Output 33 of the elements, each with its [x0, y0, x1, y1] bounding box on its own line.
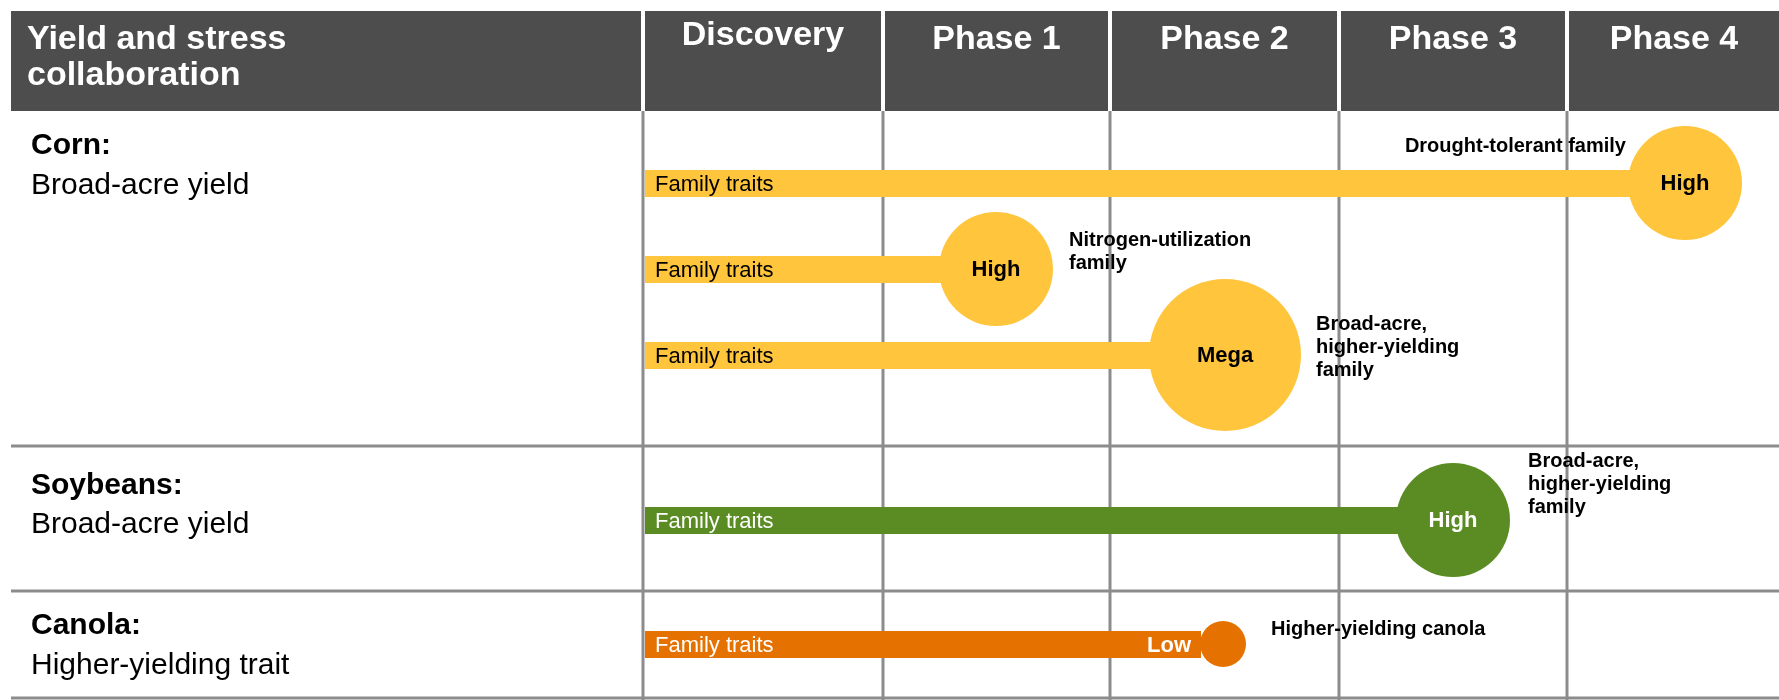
milestone-circle: High — [1396, 463, 1510, 577]
progress-bar — [645, 170, 1630, 197]
column-header: Phase 2 — [1112, 11, 1337, 111]
milestone-circle: High — [939, 212, 1053, 326]
milestone-description: Drought-tolerant family — [1403, 134, 1626, 157]
bar-label: Family traits — [655, 256, 774, 283]
progress-bar — [645, 342, 1151, 369]
bar-label: Family traits — [655, 631, 774, 658]
bar-label: Family traits — [655, 507, 774, 534]
row-label: Canola: — [31, 608, 141, 640]
milestone-circle — [1200, 621, 1246, 667]
bar-label: Low — [1147, 631, 1192, 658]
row-label: Corn: — [31, 128, 111, 160]
milestone-description: Higher-yielding canola — [1271, 617, 1487, 640]
row-label: Higher-yielding trait — [31, 648, 290, 680]
milestone-description: Broad-acre, higher-yielding family — [1528, 449, 1673, 518]
row-label: Soybeans: — [31, 468, 183, 500]
progress-bar — [645, 631, 1201, 658]
milestone-description: Broad-acre, higher-yielding family — [1316, 312, 1461, 381]
bar-label: Family traits — [655, 170, 774, 197]
row-label: Broad-acre yield — [31, 168, 250, 200]
column-header: Discovery — [645, 11, 881, 111]
column-header: Phase 4 — [1569, 11, 1779, 111]
row-label: Broad-acre yield — [31, 507, 250, 539]
milestone-circle: Mega — [1149, 279, 1301, 431]
progress-bar — [645, 507, 1398, 534]
bar-label: Family traits — [655, 342, 774, 369]
column-header: Phase 1 — [885, 11, 1108, 111]
milestone-description: Nitrogen-utilization family — [1069, 228, 1253, 274]
progress-bar — [645, 256, 941, 283]
milestone-circle: High — [1628, 126, 1742, 240]
column-header: Yield and stress collaboration — [11, 11, 641, 111]
column-header: Phase 3 — [1341, 11, 1565, 111]
